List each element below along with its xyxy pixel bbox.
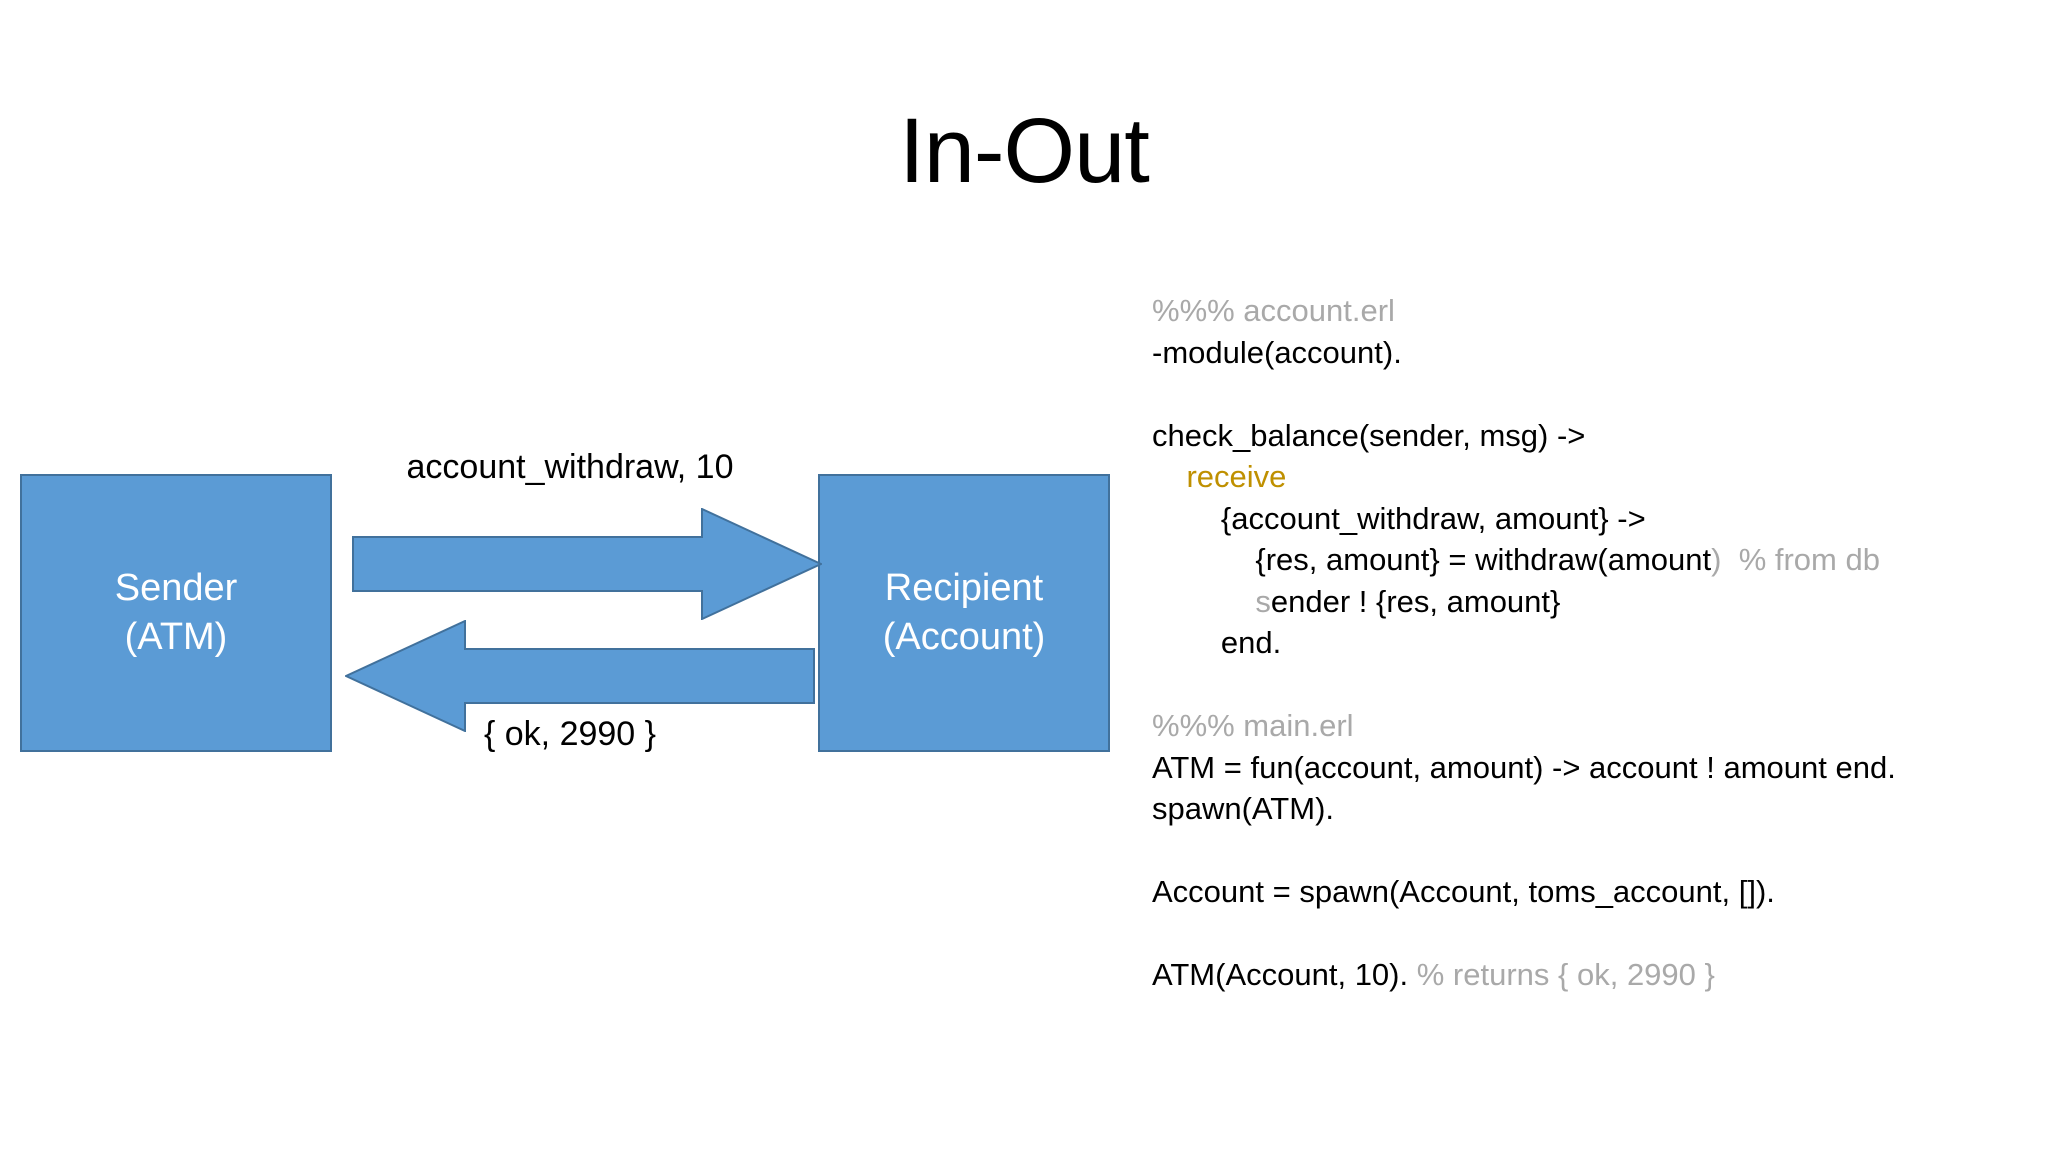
response-arrow-left-icon <box>343 619 815 737</box>
code-line <box>1152 664 2032 706</box>
code-indent <box>1152 625 1221 660</box>
code-line: {res, amount} = withdraw(amount) % from … <box>1152 539 2032 581</box>
code-indent <box>1152 459 1186 494</box>
recipient-node-label-primary: Recipient <box>884 567 1044 610</box>
code-line: Account = spawn(Account, toms_account, [… <box>1152 871 2032 913</box>
code-token: {account_withdraw, amount} -> <box>1220 500 1646 536</box>
code-line: %%% main.erl <box>1152 705 2032 747</box>
code-line <box>1152 373 2032 415</box>
code-line: {account_withdraw, amount} -> <box>1152 498 2032 540</box>
request-message-label: account_withdraw, 10 <box>406 448 734 486</box>
code-line: receive <box>1152 456 2032 498</box>
code-token: Account = spawn(Account, toms_account, [… <box>1152 874 1775 909</box>
page-title: In-Out <box>899 100 1150 202</box>
code-line: end. <box>1152 622 2032 664</box>
code-indent <box>1152 542 1255 577</box>
sender-node-box: Sender (ATM) <box>20 474 332 752</box>
code-token: {res, amount} = withdraw(amount <box>1255 542 1712 577</box>
code-dim-token: ) <box>1711 542 1722 577</box>
code-line: check_balance(sender, msg) -> <box>1152 415 2032 457</box>
code-line: spawn(ATM). <box>1152 788 2032 830</box>
code-token: spawn(ATM). <box>1152 791 1335 826</box>
code-comment: %%% account.erl <box>1152 293 1395 328</box>
code-token: ender ! {res, amount} <box>1270 583 1561 619</box>
code-dim-token: s <box>1255 583 1271 619</box>
response-message-label: { ok, 2990 } <box>483 715 657 753</box>
sender-node-label-secondary: (ATM) <box>124 616 228 658</box>
code-indent <box>1152 584 1255 619</box>
request-arrow-right-icon <box>352 507 824 625</box>
code-indent <box>1152 501 1221 536</box>
sender-node-label-primary: Sender <box>114 567 238 610</box>
code-comment: %%% main.erl <box>1152 708 1354 743</box>
code-line: %%% account.erl <box>1152 290 2032 332</box>
code-line: ATM = fun(account, amount) -> account ! … <box>1152 747 2032 789</box>
code-token: -module(account). <box>1152 334 1402 370</box>
code-line: ATM(Account, 10). % returns { ok, 2990 } <box>1152 954 2032 996</box>
erlang-code-listing: %%% account.erl -module(account). check_b… <box>1152 290 2032 996</box>
code-keyword: receive <box>1186 459 1287 494</box>
code-token: ATM(Account, 10). <box>1152 957 1409 992</box>
recipient-node-label-secondary: (Account) <box>882 616 1046 658</box>
code-comment: % returns { ok, 2990 } <box>1408 957 1715 992</box>
code-token: ATM = fun(account, amount) -> account ! … <box>1152 749 1896 785</box>
code-line: sender ! {res, amount} <box>1152 581 2032 623</box>
code-line <box>1152 913 2032 955</box>
message-passing-diagram: Sender (ATM) Recipient (Account) account… <box>20 448 1110 753</box>
code-token: end. <box>1220 625 1282 660</box>
code-token: check_balance(sender, msg) -> <box>1152 417 1586 453</box>
code-line <box>1152 830 2032 872</box>
code-comment: % from db <box>1721 542 1880 577</box>
code-line: -module(account). <box>1152 332 2032 374</box>
recipient-node-box: Recipient (Account) <box>818 474 1110 752</box>
